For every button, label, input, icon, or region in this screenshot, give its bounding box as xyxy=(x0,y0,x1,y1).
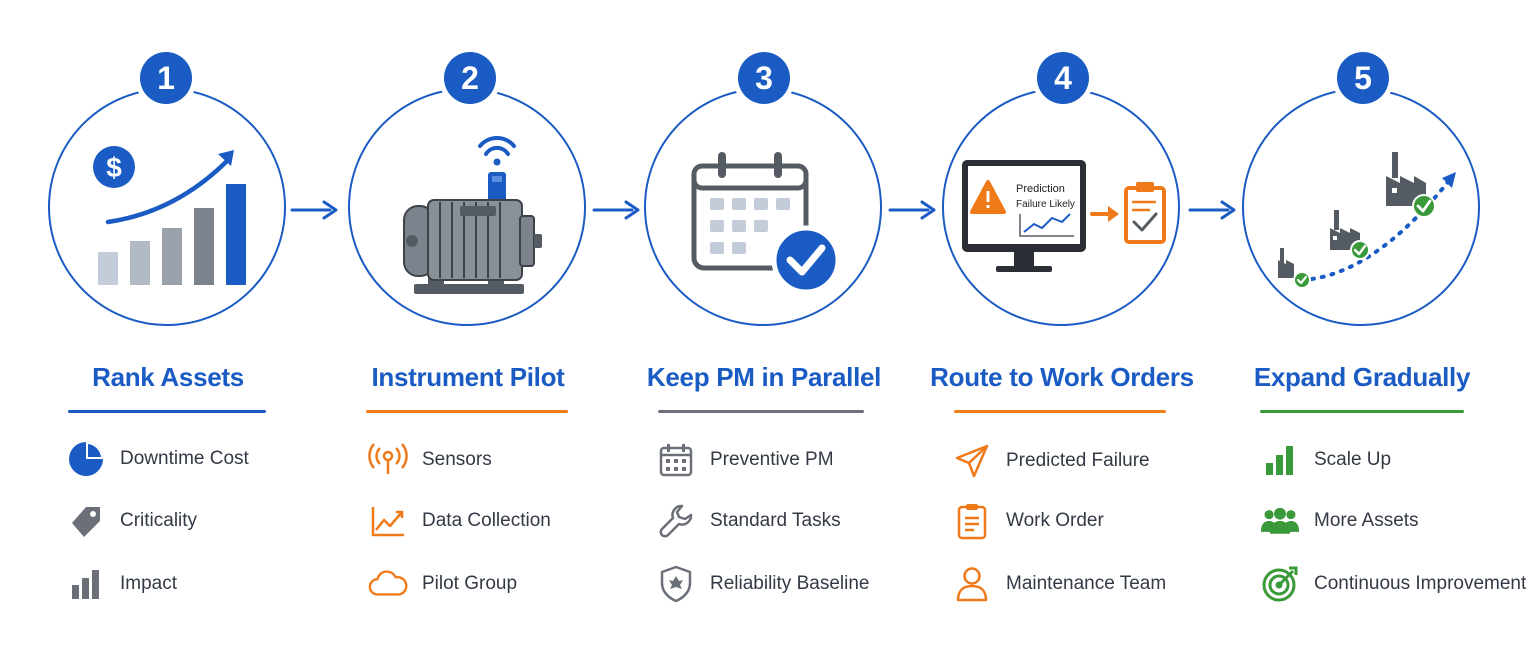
team-icon xyxy=(1260,501,1300,541)
item-label: Criticality xyxy=(120,510,198,531)
step-number-badge: 1 xyxy=(140,52,192,104)
list-item: More Assets xyxy=(1260,501,1419,541)
item-label: Scale Up xyxy=(1314,449,1392,470)
cloud-icon xyxy=(368,564,408,604)
bar-chart-icon xyxy=(66,564,106,604)
calendar-with-checkmark-illustration xyxy=(691,152,841,295)
calendar-icon xyxy=(656,440,696,480)
arrow-right-icon xyxy=(1188,200,1236,220)
item-label: Sensors xyxy=(422,449,492,470)
item-label: Work Order xyxy=(1006,510,1104,531)
list-item: Standard Tasks xyxy=(656,501,841,541)
item-label: Continuous Improvement xyxy=(1314,573,1527,594)
motor-with-wireless-sensor-illustration xyxy=(403,135,542,294)
step-title: Expand Gradually xyxy=(1253,362,1471,392)
step-3: 3 Keep PM in Parallel Preventive PM Stan… xyxy=(644,0,904,672)
item-label: Impact xyxy=(120,573,178,594)
list-item: Data Collection xyxy=(368,501,551,541)
title-underline xyxy=(366,410,568,413)
list-item: Preventive PM xyxy=(656,440,834,480)
factories-expansion-path-illustration xyxy=(1278,152,1456,289)
list-item: Predicted Failure xyxy=(952,441,1150,481)
step-number-badge: 2 xyxy=(444,52,496,104)
wrench-icon xyxy=(656,501,696,541)
arrow-right-icon xyxy=(290,200,338,220)
screen-failure-text: Failure Likely xyxy=(1016,199,1075,210)
step-title: Rank Assets xyxy=(92,362,244,392)
step-title: Instrument Pilot xyxy=(371,362,565,392)
step-circle xyxy=(1242,88,1480,326)
step-title: Route to Work Orders xyxy=(930,362,1194,392)
step-number-badge: 5 xyxy=(1337,52,1389,104)
step-5: 5 Expand Gradually Scale Up More xyxy=(1242,0,1526,672)
svg-text:$: $ xyxy=(106,152,122,183)
item-label: Preventive PM xyxy=(710,449,834,470)
clipboard-icon xyxy=(952,501,992,541)
step-number-badge: 3 xyxy=(738,52,790,104)
arrow-right-icon xyxy=(888,200,936,220)
send-icon xyxy=(952,441,992,481)
screen-prediction-text: Prediction xyxy=(1016,183,1065,195)
title-underline xyxy=(658,410,864,413)
item-label: More Assets xyxy=(1314,510,1419,531)
list-item: Continuous Improvement xyxy=(1260,564,1526,604)
item-label: Predicted Failure xyxy=(1006,450,1150,471)
list-item: Downtime Cost xyxy=(66,439,249,479)
item-label: Maintenance Team xyxy=(1006,573,1167,594)
tag-icon xyxy=(66,501,106,541)
bar-chart-growth-dollar-illustration: $ xyxy=(93,146,246,285)
list-item: Scale Up xyxy=(1260,440,1391,480)
title-underline xyxy=(954,410,1166,413)
arrow-right-icon xyxy=(592,200,640,220)
target-icon xyxy=(1260,564,1300,604)
item-label: Downtime Cost xyxy=(120,448,249,469)
list-item: Criticality xyxy=(66,501,197,541)
person-icon xyxy=(952,564,992,604)
shield-icon xyxy=(656,564,696,604)
scale-up-bars-icon xyxy=(1260,440,1300,480)
step-2: 2 Instrument Pilot Sensors Da xyxy=(348,0,608,672)
title-underline xyxy=(68,410,266,413)
title-underline xyxy=(1260,410,1464,413)
wireless-sensor-icon xyxy=(368,440,408,480)
step-1: 1 $ Rank Assets Downtime Cost Criticalit… xyxy=(48,0,308,672)
list-item: Sensors xyxy=(368,440,492,480)
line-chart-icon xyxy=(368,501,408,541)
list-item: Pilot Group xyxy=(368,564,517,604)
monitor-prediction-to-clipboard-illustration: Prediction Failure Likely xyxy=(962,160,1166,272)
list-item: Impact xyxy=(66,564,177,604)
list-item: Work Order xyxy=(952,501,1104,541)
item-label: Pilot Group xyxy=(422,573,518,594)
list-item: Maintenance Team xyxy=(952,564,1166,604)
list-item: Reliability Baseline xyxy=(656,564,869,604)
step-4: 4 Prediction Failure Likely Route to Wor… xyxy=(930,0,1202,672)
step-number-badge: 4 xyxy=(1037,52,1089,104)
step-circle xyxy=(48,88,286,326)
step-title: Keep PM in Parallel xyxy=(646,362,882,392)
item-label: Reliability Baseline xyxy=(710,573,870,594)
item-label: Data Collection xyxy=(422,510,551,531)
item-label: Standard Tasks xyxy=(710,510,841,531)
pie-chart-icon xyxy=(66,439,106,479)
